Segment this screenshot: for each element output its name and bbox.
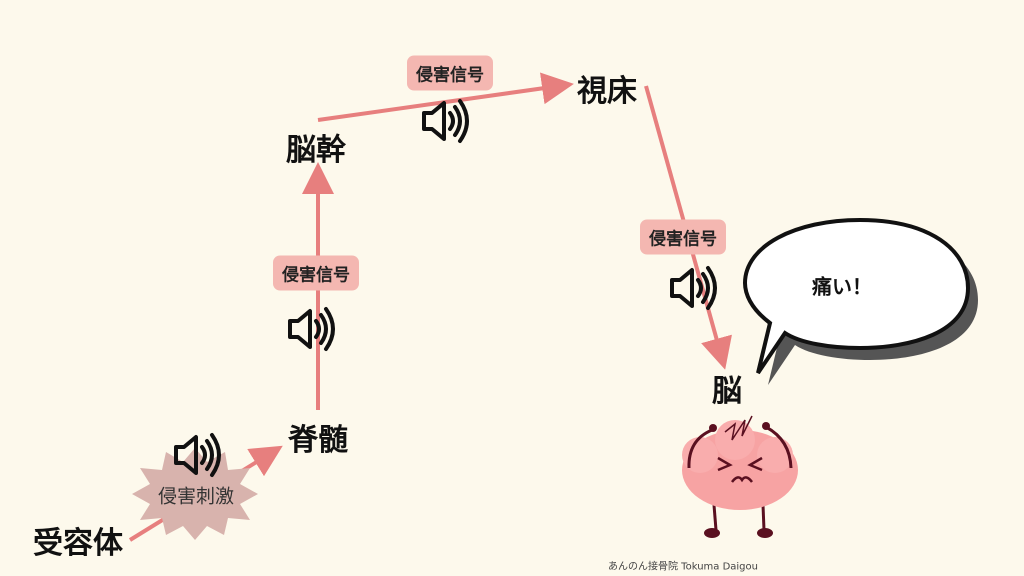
node-receptor: 受容体 <box>33 526 123 561</box>
node-brainstem: 脳幹 <box>286 133 346 168</box>
brain-character <box>682 415 798 538</box>
speech-text: 痛い！ <box>812 274 872 299</box>
speaker-icon <box>288 307 335 351</box>
node-brain: 脳 <box>712 374 742 409</box>
footer-credit: あんのん接骨院 Tokuma Daigou <box>608 561 758 573</box>
node-thalamus: 視床 <box>577 74 637 109</box>
speaker-icon <box>670 266 717 310</box>
speaker-icon <box>422 99 469 143</box>
stimulus-burst <box>132 448 258 540</box>
signal-label: 侵害信号 <box>407 55 493 91</box>
stimulus-label: 侵害刺激 <box>157 485 235 508</box>
signal-label: 侵害信号 <box>273 255 359 291</box>
node-spinal-cord: 脊髄 <box>288 423 348 458</box>
speech-bubble <box>742 217 978 385</box>
signal-label: 侵害信号 <box>640 219 726 255</box>
